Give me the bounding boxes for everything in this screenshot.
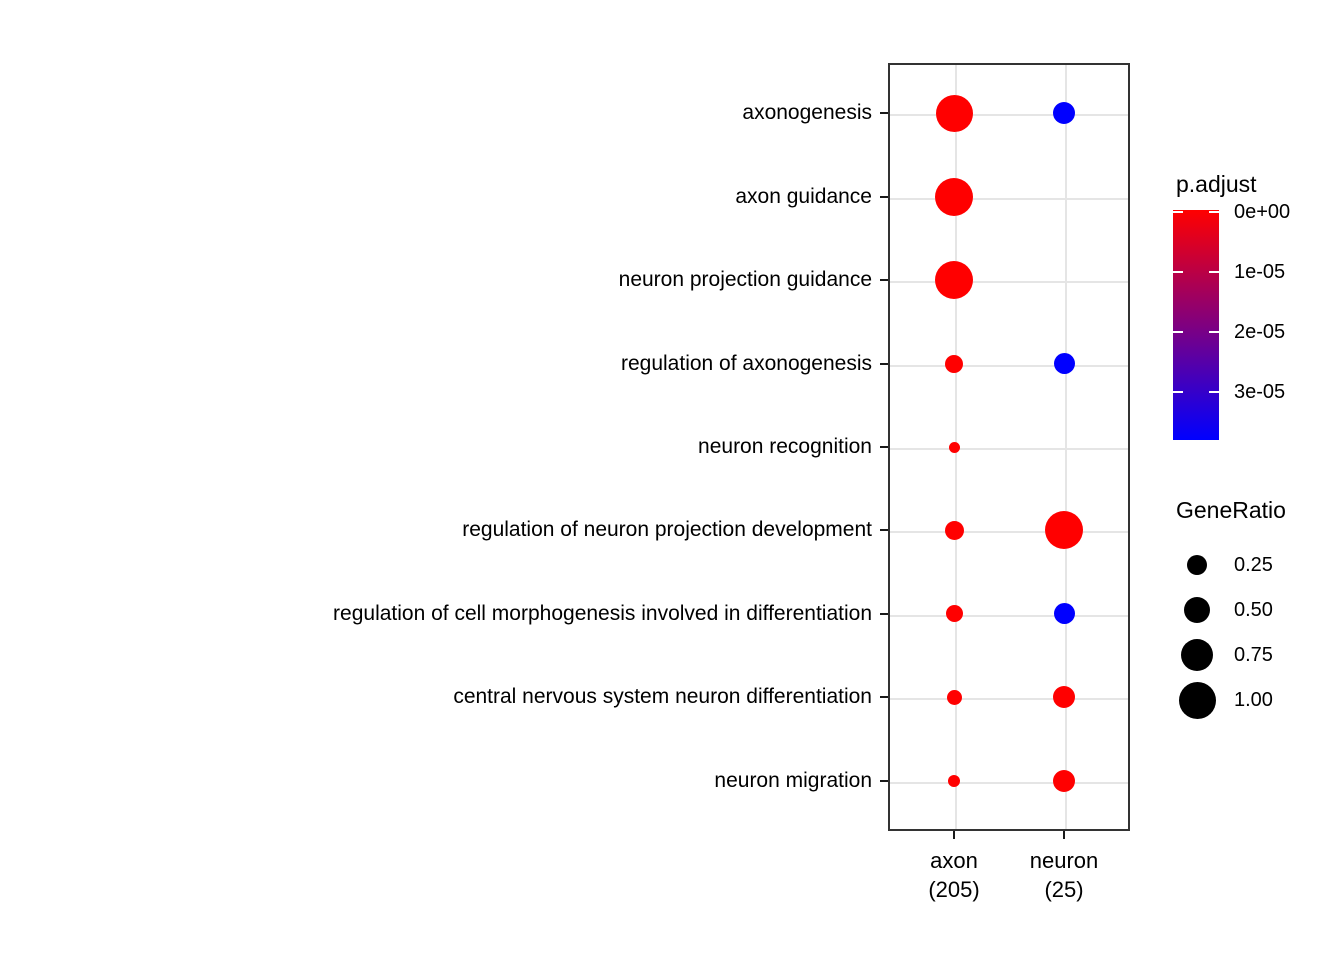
gridline-horizontal [890,197,1128,200]
y-axis-tick [880,362,888,365]
y-axis-label: neuron recognition [698,435,872,458]
data-point [935,94,973,132]
y-axis-label: regulation of neuron projection developm… [462,518,872,542]
x-axis-label-count: (205) [928,877,980,902]
data-point [945,354,963,373]
y-axis-tick [880,112,888,115]
data-point [1053,686,1075,709]
gene-ratio-legend-dot [1178,681,1216,719]
colorbar-tick-mark [1173,331,1183,333]
gene-ratio-legend-label: 0.50 [1234,599,1273,621]
y-axis-tick [880,529,888,532]
y-axis-label: axon guidance [735,184,872,208]
x-axis-label-name: neuron [1029,848,1099,873]
y-axis-label: central nervous system neuron differenti… [453,685,872,709]
colorbar-tick-mark [1209,331,1219,333]
data-point [1053,769,1075,792]
gene-ratio-legend-dot [1184,597,1210,623]
gridline-horizontal [890,531,1128,534]
colorbar-tick-mark [1173,271,1183,273]
data-point [945,605,963,623]
x-axis-label: axon (205) [874,846,1034,904]
colorbar-tick-label: 0e+00 [1234,201,1291,223]
gene-ratio-legend-dot [1187,555,1207,575]
gene-ratio-legend-label: 0.25 [1234,554,1273,576]
x-axis-tick [1063,831,1065,839]
gridline-horizontal [890,781,1128,784]
data-point [935,261,973,300]
y-axis-tick [880,195,888,198]
gridline-horizontal [890,364,1128,367]
data-point [1045,511,1083,550]
p-adjust-colorbar [1173,210,1219,440]
data-point [935,177,973,216]
data-point [1053,353,1075,375]
x-axis-label-count: (25) [1044,877,1084,902]
data-point [948,441,960,453]
y-axis-label: regulation of axonogenesis [620,351,872,375]
y-axis-tick [880,696,888,699]
y-axis-label: axonogenesis [742,101,872,125]
colorbar-tick-label: 2e-05 [1234,321,1286,343]
y-axis-label: neuron migration [714,768,872,792]
y-axis-label: neuron projection guidance [618,268,872,292]
plot-panel [888,63,1130,831]
y-axis-tick [880,279,888,282]
data-point [1053,603,1075,625]
legend-p-adjust-title: p.adjust [1176,171,1257,197]
gridline-horizontal [890,614,1128,617]
gridline-vertical [1065,65,1067,829]
gridline-horizontal [890,114,1128,117]
colorbar-tick-mark [1173,211,1183,213]
data-point [1053,102,1075,125]
y-axis-tick [880,779,888,782]
gene-ratio-legend-dot [1181,639,1213,671]
colorbar-tick-label: 1e-05 [1234,261,1286,283]
colorbar-tick-mark [1209,211,1219,213]
x-axis-label: neuron (25) [984,846,1144,904]
data-point [948,774,960,787]
y-axis-tick [880,612,888,615]
colorbar-tick-label: 3e-05 [1234,381,1286,403]
gridline-horizontal [890,281,1128,284]
data-point [944,520,964,540]
gridline-horizontal [890,698,1128,701]
colorbar-tick-mark [1209,271,1219,273]
gene-ratio-legend-label: 1.00 [1234,689,1273,711]
data-point [946,689,962,705]
legend-gene-ratio-title: GeneRatio [1176,497,1286,523]
colorbar-tick-mark [1209,391,1219,393]
colorbar-tick-mark [1173,391,1183,393]
x-axis-label-name: axon [930,848,978,873]
gridline-horizontal [890,448,1128,450]
y-axis-tick [880,446,888,448]
y-axis-label: regulation of cell morphogenesis involve… [333,601,872,625]
gene-ratio-legend-label: 0.75 [1234,644,1273,666]
x-axis-tick [953,831,955,839]
